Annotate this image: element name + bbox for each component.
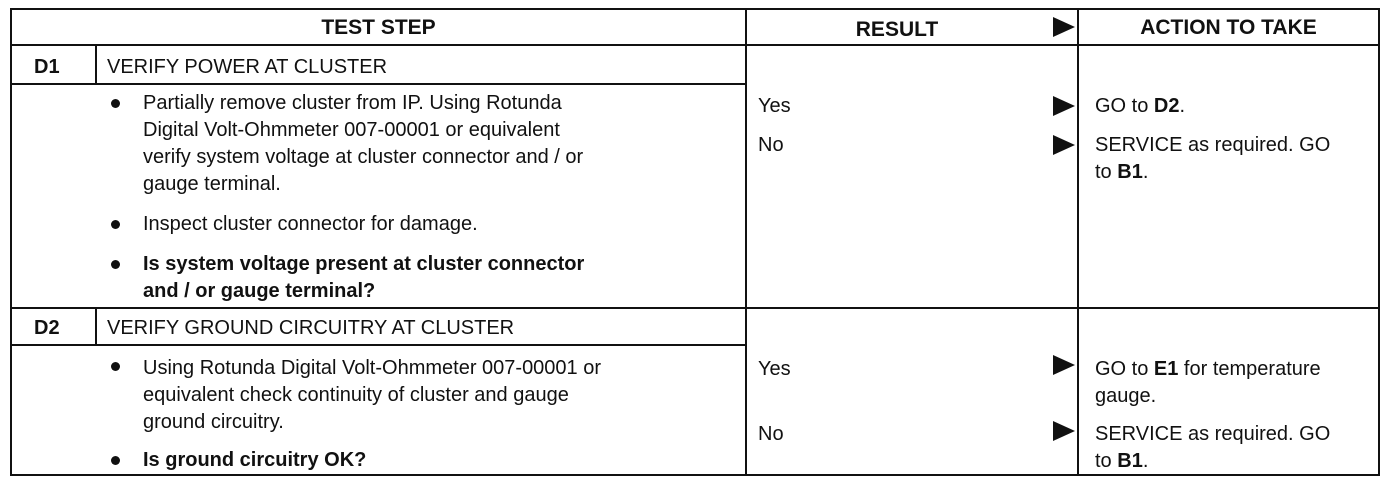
step-id-d2: D2 [34,317,60,339]
header-result: RESULT [855,18,939,41]
d1-action-yes: GO to D2. [1095,95,1186,117]
d1-title-divider [12,83,747,85]
d1-result-yes: Yes [758,95,791,117]
step-id-d1: D1 [34,56,60,78]
header-action-to-take: ACTION TO TAKE [1140,16,1317,39]
d2-bullet-1: Using Rotunda Digital Volt-Ohmmeter 007-… [143,357,602,433]
d1-result-no: No [758,134,784,156]
d2-result-yes: Yes [758,358,791,380]
d2-id-divider [95,307,97,345]
bullet-icon [111,220,120,229]
d2-title-divider [12,344,747,346]
step-title-d2: VERIFY GROUND CIRCUITRY AT CLUSTER [107,317,515,339]
step-title-d1: VERIFY POWER AT CLUSTER [107,56,388,78]
arrow-icon [1053,135,1075,155]
bullet-icon [111,260,120,269]
d2-result-no: No [758,423,784,445]
d1-action-no: SERVICE as required. GO to B1. [1095,134,1331,183]
d1-bullet-2: Inspect cluster connector for damage. [143,213,478,235]
bullet-icon [111,362,120,371]
arrow-icon [1053,421,1075,441]
diagnostic-table: TEST STEP RESULT ACTION TO TAKE D1 VERIF… [10,8,1380,476]
header-arrow-icon [1053,17,1075,37]
action-column-divider [1077,10,1079,474]
bullet-icon [111,456,120,465]
d1-id-divider [95,44,97,85]
arrow-icon [1053,355,1075,375]
d2-action-yes: GO to E1 for temperature gauge. [1095,358,1321,407]
d1-bullet-1: Partially remove cluster from IP. Using … [143,92,584,195]
d2-action-no: SERVICE as required. GO to B1. [1095,423,1331,472]
header-test-step: TEST STEP [321,16,436,39]
d2-bullet-2: Is ground circuitry OK? [143,449,367,471]
d1-bullet-3: Is system voltage present at cluster con… [143,253,585,302]
arrow-icon [1053,96,1075,116]
bullet-icon [111,99,120,108]
header-divider [12,44,1378,46]
step-divider [12,307,1378,309]
result-column-divider [745,10,747,474]
